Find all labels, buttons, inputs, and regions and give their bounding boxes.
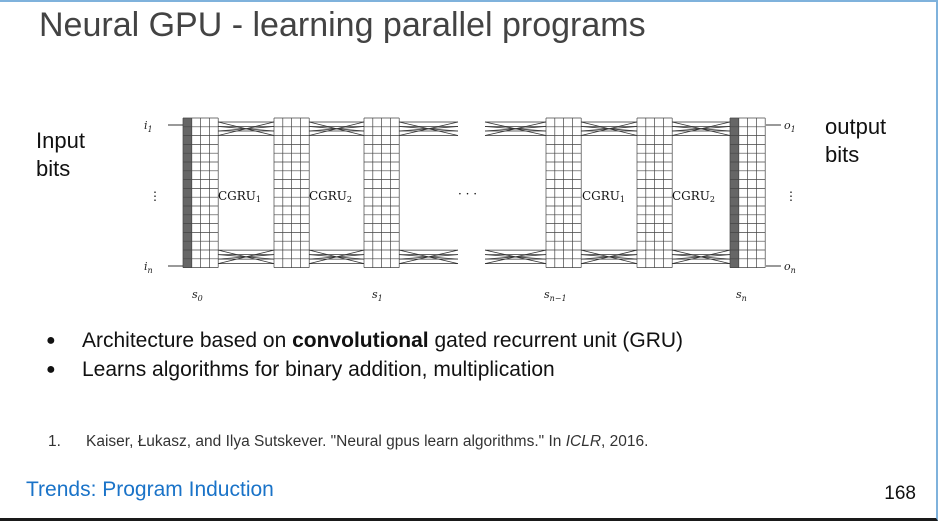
output-top-label: o1: [784, 119, 796, 134]
footnote: 1. Kaiser, Łukasz, and Ilya Sutskever. "N…: [48, 433, 648, 451]
connection-wires: [218, 121, 731, 265]
state-label-s0: s0: [192, 288, 203, 303]
output-bits-label: output bits: [825, 113, 915, 169]
bullet-dot: ●: [46, 332, 56, 349]
bullet-dot: ●: [46, 361, 56, 378]
state-grid: [636, 117, 673, 268]
wire-bundle: [399, 121, 459, 265]
footnote-text-end: , 2016.: [601, 433, 649, 450]
footnote-text: Kaiser, Łukasz, and Ilya Sutskever. "Neu…: [86, 433, 566, 450]
neural-gpu-diagram: i1 in o1 on ⋮ ⋮ · · · CGRU1 CGRU2 CGRU1 …: [144, 117, 797, 303]
state-label-sn-1: sn−1: [544, 288, 567, 303]
bullet-list: ● Architecture based on convolutional ga…: [46, 326, 683, 384]
input-bits-label: Input bits: [36, 127, 126, 183]
block-label-1: CGRU1: [218, 189, 261, 204]
bullet-text: Learns algorithms for binary addition, m…: [82, 358, 555, 381]
footnote-venue: ICLR: [565, 433, 602, 450]
footer-section-link[interactable]: Trends: Program Induction: [26, 478, 274, 501]
wire-bundle: [218, 121, 275, 265]
state-grid: [729, 117, 766, 268]
output-label-line1: output: [825, 114, 887, 139]
middle-dots: · · ·: [458, 187, 477, 201]
footnote-number: 1.: [48, 433, 61, 450]
state-label-sn: sn: [736, 288, 747, 303]
input-label-line1: Input: [36, 128, 85, 153]
slide-title: Neural GPU - learning parallel programs: [39, 6, 646, 44]
input-bottom-label: in: [144, 260, 153, 275]
wire-bundle: [484, 121, 547, 265]
state-grid: [273, 117, 310, 268]
output-bottom-label: on: [784, 260, 796, 275]
right-vertical-dots: ⋮: [785, 189, 797, 203]
state-label-s1: s1: [372, 288, 383, 303]
block-label-4: CGRU2: [672, 189, 715, 204]
wire-bundle: [309, 121, 365, 265]
wire-bundle: [672, 121, 731, 265]
bullet-item-2: ● Learns algorithms for binary addition,…: [46, 355, 683, 384]
input-top-label: i1: [144, 119, 153, 134]
state-grid: [363, 117, 400, 268]
wire-bundle: [581, 121, 638, 265]
output-label-line2: bits: [825, 142, 860, 167]
input-label-line2: bits: [36, 156, 71, 181]
left-vertical-dots: ⋮: [149, 189, 161, 203]
bullet-item-1: ● Architecture based on convolutional ga…: [46, 326, 683, 355]
block-label-3: CGRU1: [582, 189, 625, 204]
page-number: 168: [884, 483, 916, 504]
bullet-text: Architecture based on convolutional gate…: [82, 329, 684, 352]
state-grids: [182, 117, 766, 268]
state-grid: [545, 117, 582, 268]
state-grid: [182, 117, 219, 268]
block-label-2: CGRU2: [309, 189, 352, 204]
